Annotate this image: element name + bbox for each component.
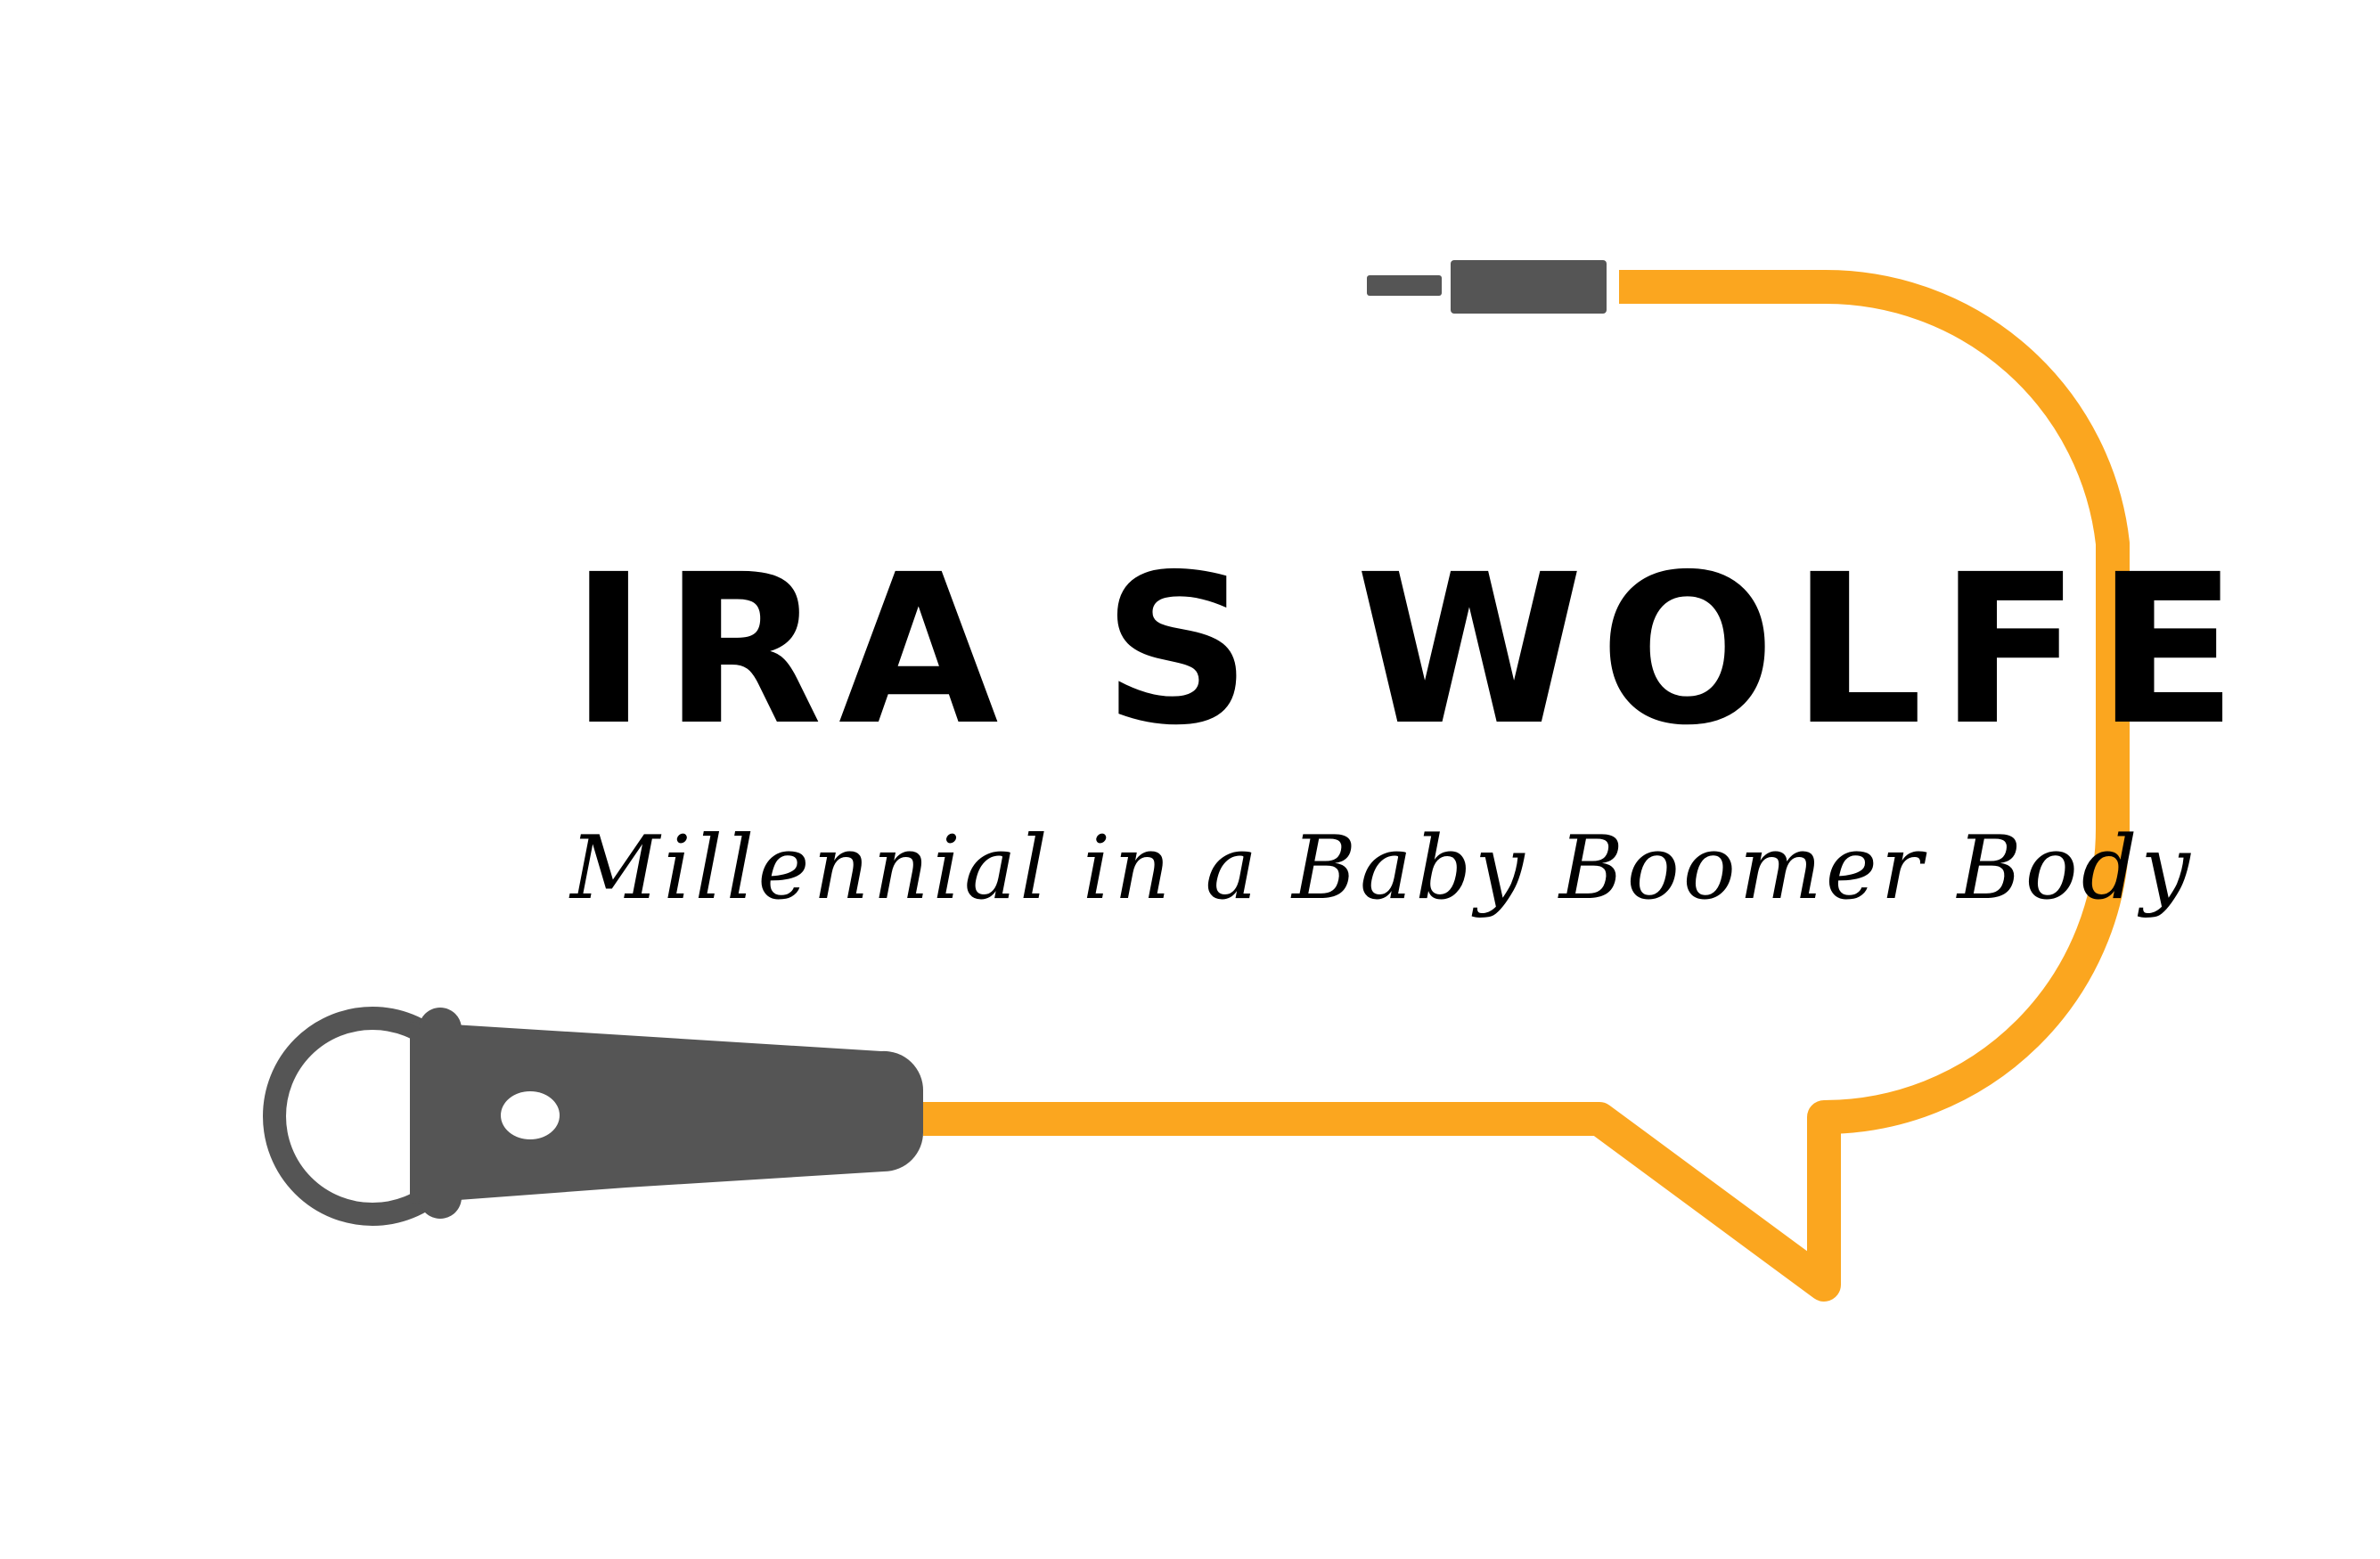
audio-plug-icon	[1367, 260, 1607, 314]
speech-bubble-cord	[923, 269, 2130, 1302]
brand-name: IRA S WOLFE	[570, 530, 2254, 771]
microphone-icon	[263, 1007, 924, 1226]
brand-tagline: Millennial in a Baby Boomer Body	[570, 818, 2194, 919]
